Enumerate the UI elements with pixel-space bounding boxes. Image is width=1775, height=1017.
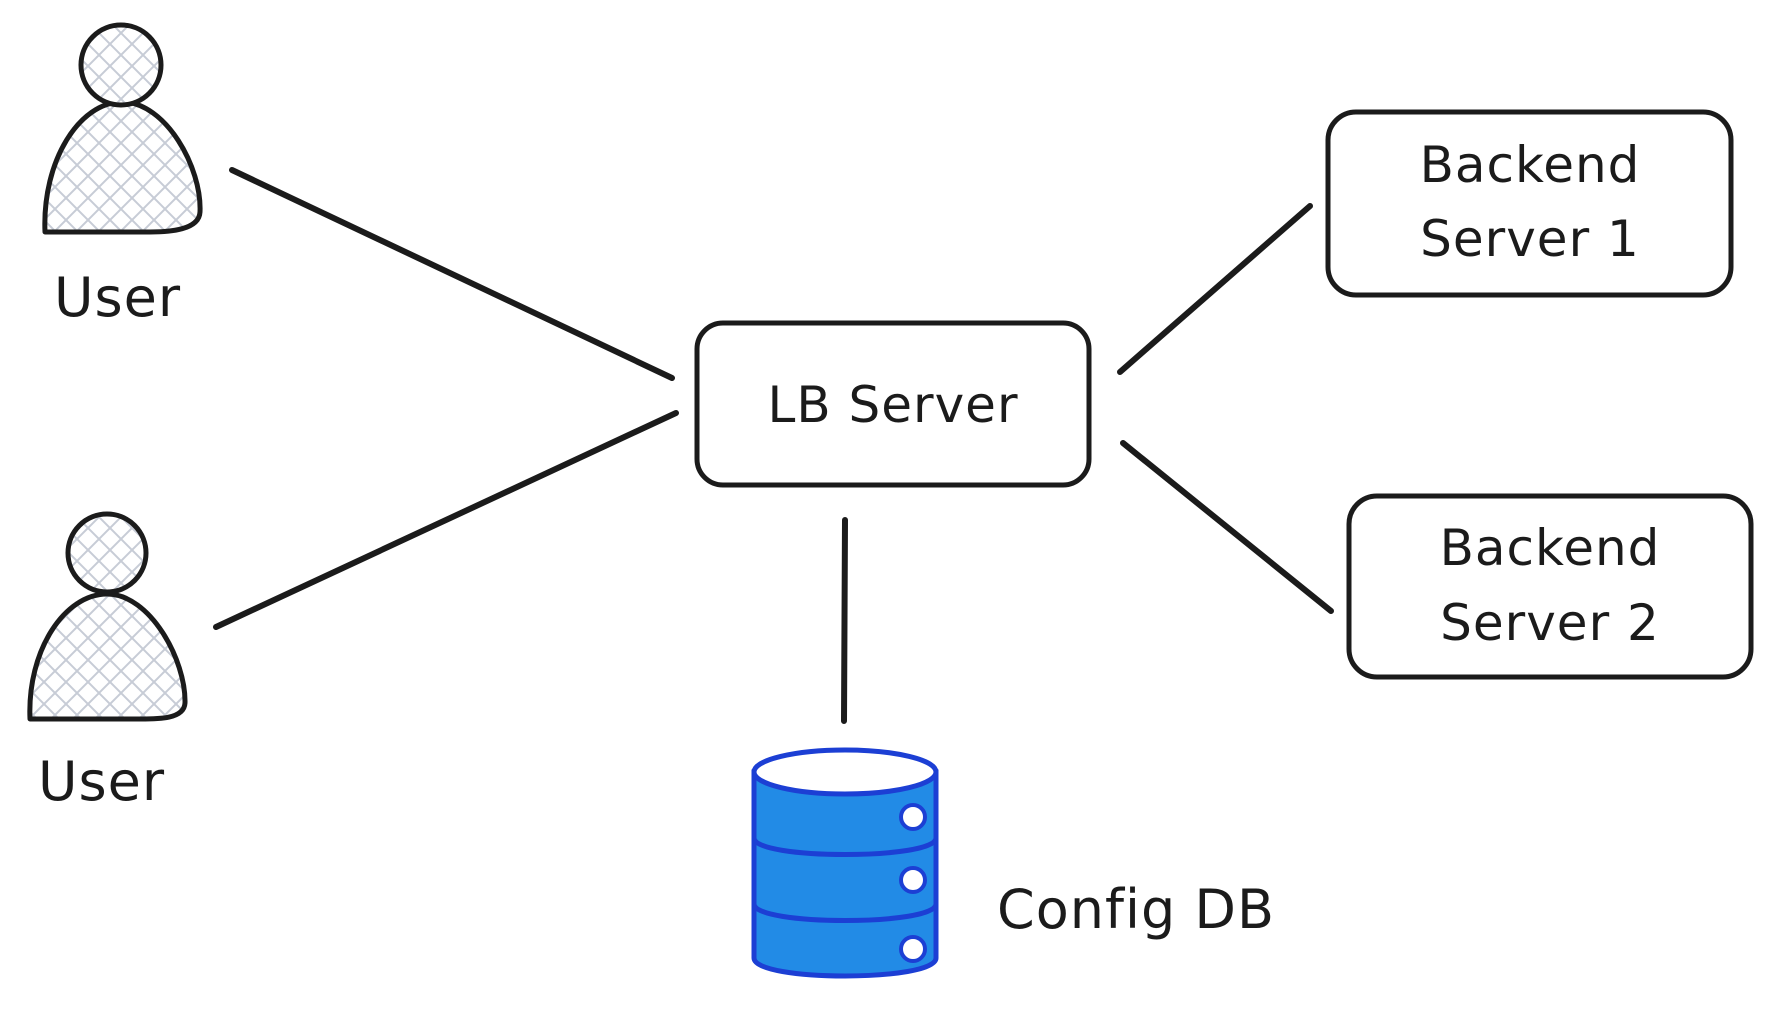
user-label: User	[54, 266, 181, 329]
connector-lb-db	[841, 517, 848, 724]
user-label: User	[38, 750, 165, 813]
connector-lb-backend1	[1117, 203, 1313, 375]
user-icon	[27, 511, 188, 722]
lb-server-box	[694, 320, 1092, 488]
backend-server-2-box	[1346, 493, 1754, 680]
backend-server-2-label-line2: Server 2	[1440, 594, 1660, 652]
connector-user2-lb	[213, 410, 679, 630]
user-node-1[interactable]: User	[42, 22, 203, 329]
user-node-2[interactable]: User	[27, 511, 188, 813]
config-db-node[interactable]: Config DB	[751, 747, 1275, 979]
backend-server-1-node[interactable]: Backend Server 1	[1325, 109, 1734, 298]
lb-server-label: LB Server	[767, 376, 1018, 434]
backend-server-1-label-line1: Backend	[1420, 136, 1641, 194]
backend-server-2-node[interactable]: Backend Server 2	[1346, 493, 1754, 680]
backend-server-2-label-line1: Backend	[1440, 519, 1661, 577]
backend-server-1-label-line2: Server 1	[1420, 210, 1640, 268]
config-db-label: Config DB	[997, 878, 1275, 941]
connectors	[213, 167, 1334, 724]
backend-server-1-box	[1325, 109, 1734, 298]
lb-server-node[interactable]: LB Server	[694, 320, 1092, 488]
connector-lb-backend2	[1120, 440, 1334, 614]
user-icon	[42, 22, 203, 235]
database-icon	[751, 747, 939, 979]
connector-user1-lb	[229, 167, 675, 381]
